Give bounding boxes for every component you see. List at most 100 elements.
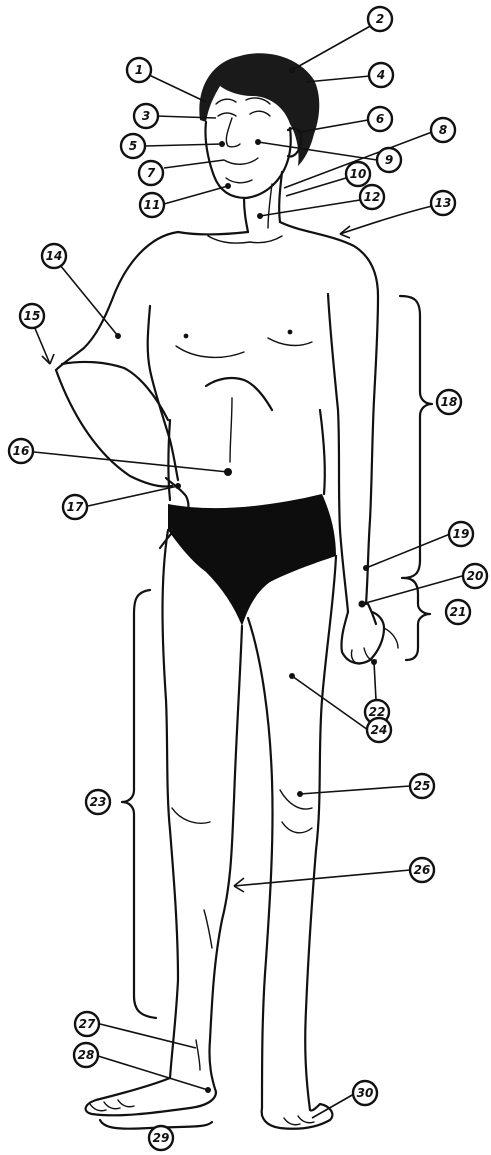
callout-14: 14 bbox=[42, 244, 66, 268]
callout-3-text: 3 bbox=[142, 109, 150, 123]
bracket-21 bbox=[404, 578, 430, 660]
target-5 bbox=[219, 141, 225, 147]
clavicle bbox=[208, 236, 282, 243]
leader-10 bbox=[286, 178, 346, 196]
callout-9: 9 bbox=[377, 148, 401, 172]
target-28 bbox=[205, 1087, 211, 1093]
right-leg-inner bbox=[248, 618, 273, 1108]
target-20 bbox=[359, 601, 366, 608]
callout-17: 17 bbox=[63, 495, 87, 519]
leader-12 bbox=[260, 200, 360, 216]
right-fingers bbox=[351, 628, 398, 664]
callout-29: 29 bbox=[149, 1126, 173, 1150]
target-2 bbox=[289, 67, 295, 73]
callout-2: 2 bbox=[368, 7, 392, 31]
target-17 bbox=[175, 483, 181, 489]
leader-2 bbox=[292, 24, 374, 70]
neck-left bbox=[244, 198, 248, 232]
bracket-18 bbox=[400, 296, 432, 578]
leader-26 bbox=[234, 870, 410, 886]
callout-27: 27 bbox=[75, 1012, 99, 1036]
left-chest bbox=[176, 346, 244, 357]
callout-11: 11 bbox=[140, 193, 164, 217]
right-eyebrow bbox=[246, 98, 270, 104]
callout-10: 10 bbox=[346, 162, 370, 186]
bracket-23 bbox=[122, 590, 156, 1018]
torso-right-side bbox=[320, 410, 325, 494]
left-eyebrow bbox=[216, 99, 236, 104]
callout-8-text: 8 bbox=[439, 123, 447, 137]
callout-29-text: 29 bbox=[153, 1131, 170, 1145]
leader-14 bbox=[60, 265, 118, 336]
right-knee-cap bbox=[282, 822, 312, 833]
callout-4-text: 4 bbox=[376, 68, 385, 82]
nose bbox=[226, 118, 240, 147]
callout-4: 4 bbox=[369, 63, 393, 87]
callout-12: 12 bbox=[360, 185, 384, 209]
target-14 bbox=[115, 333, 121, 339]
callout-17-text: 17 bbox=[67, 500, 84, 514]
leader-22 bbox=[374, 662, 376, 700]
callout-10-text: 10 bbox=[350, 167, 367, 181]
callout-20-text: 20 bbox=[467, 569, 484, 583]
mouth bbox=[224, 158, 258, 164]
callout-13-text: 13 bbox=[435, 196, 452, 210]
human-figure bbox=[56, 53, 432, 1128]
leader-25 bbox=[300, 786, 410, 794]
callout-16-text: 16 bbox=[13, 444, 30, 458]
callout-2-text: 2 bbox=[376, 12, 384, 26]
callout-23: 23 bbox=[86, 790, 110, 814]
callout-26-text: 26 bbox=[414, 863, 431, 877]
callout-21: 21 bbox=[446, 600, 470, 624]
abdomen-line bbox=[230, 398, 232, 462]
callout-25-text: 25 bbox=[414, 779, 431, 793]
callout-1: 1 bbox=[127, 58, 151, 82]
leader-9 bbox=[258, 142, 377, 160]
callout-20: 20 bbox=[463, 564, 487, 588]
callout-18-text: 18 bbox=[441, 395, 458, 409]
right-toes bbox=[284, 1116, 314, 1125]
left-nipple bbox=[184, 334, 189, 339]
target-11 bbox=[225, 183, 231, 189]
callout-6-text: 6 bbox=[376, 112, 384, 126]
left-shoulder bbox=[56, 232, 248, 370]
leader-24 bbox=[292, 676, 368, 730]
leader-5 bbox=[145, 144, 222, 146]
leader-11 bbox=[164, 186, 228, 204]
callout-11-text: 11 bbox=[144, 198, 161, 212]
callout-8: 8 bbox=[431, 118, 455, 142]
left-forearm bbox=[62, 362, 168, 420]
right-leg-outer bbox=[305, 556, 336, 1110]
callout-30: 30 bbox=[353, 1081, 377, 1105]
target-24 bbox=[289, 673, 295, 679]
callout-7: 7 bbox=[139, 161, 163, 185]
leader-13 bbox=[340, 206, 432, 234]
callout-25: 25 bbox=[410, 774, 434, 798]
callout-14-text: 14 bbox=[46, 249, 63, 263]
callout-21-text: 21 bbox=[450, 605, 467, 619]
right-chest bbox=[268, 338, 312, 345]
target-12 bbox=[257, 213, 263, 219]
left-shin-mark bbox=[204, 910, 212, 948]
callout-27-text: 27 bbox=[79, 1017, 96, 1031]
callout-1-text: 1 bbox=[135, 63, 143, 77]
callout-15: 15 bbox=[20, 304, 44, 328]
left-leg-inner bbox=[209, 626, 242, 1092]
leader-1 bbox=[147, 74, 206, 102]
callout-9-text: 9 bbox=[385, 153, 393, 167]
callout-15-text: 15 bbox=[24, 309, 41, 323]
callout-22-text: 22 bbox=[369, 705, 386, 719]
leader-16 bbox=[34, 452, 228, 472]
neck-muscle bbox=[268, 184, 272, 228]
target-9 bbox=[255, 139, 261, 145]
callout-24: 24 bbox=[367, 718, 391, 742]
callout-13: 13 bbox=[431, 191, 455, 215]
target-22 bbox=[371, 659, 377, 665]
left-leg-outer bbox=[163, 530, 179, 1078]
neck-right bbox=[279, 172, 282, 222]
callout-30-text: 30 bbox=[357, 1086, 374, 1100]
callout-12-text: 12 bbox=[364, 190, 381, 204]
callout-19-text: 19 bbox=[453, 527, 470, 541]
right-hand bbox=[341, 612, 384, 663]
